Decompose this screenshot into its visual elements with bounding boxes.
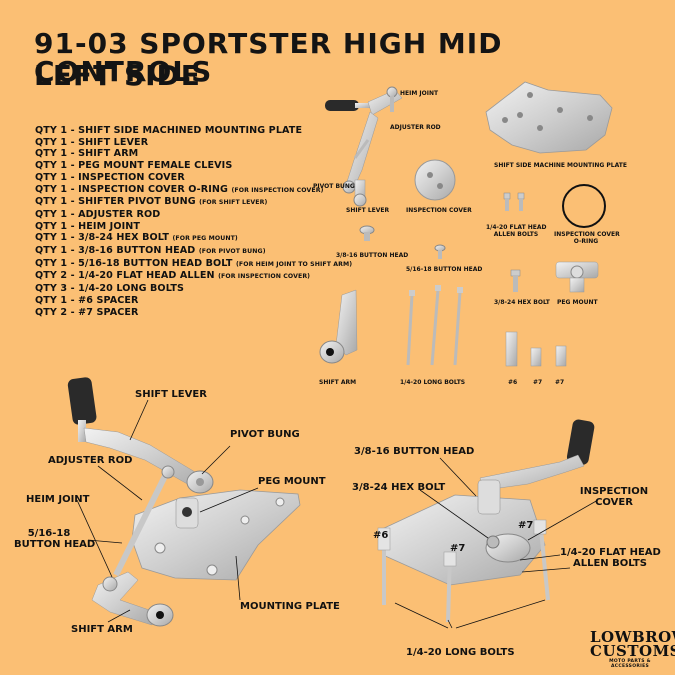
o-ring-part [562,184,606,228]
hex-bolt-part [510,269,521,292]
brand-logo: LOWBROW CUSTOMS MOTO PARTS & ACCESSORIES [590,628,675,670]
list-item: QTY 1 - PEG MOUNT FEMALE CLEVIS [35,160,233,172]
label-shift-arm: SHIFT ARM [319,379,357,386]
label-button-head-38: 3/8-16 BUTTON HEAD [336,252,409,259]
spacer-7a-part [530,347,542,367]
callout-shift-arm: SHIFT ARM [71,624,133,635]
list-item: QTY 1 - INSPECTION COVER O-RING (FOR INS… [35,183,324,195]
callout-spacer-6: #6 [373,530,389,541]
label-adjuster-rod: ADJUSTER ROD [390,124,441,131]
page-title: 91-03 SPORTSTER HIGH MID CONTROLS [34,27,503,88]
spacer-7b-part [555,345,567,367]
callout-spacer-7b: #7 [450,543,466,554]
label-inspection-cover: INSPECTION COVER [406,207,472,214]
left-assembly [67,377,301,627]
list-item: QTY 1 - HEIM JOINT [35,220,141,232]
list-item: QTY 1 - SHIFT ARM [35,148,139,160]
list-item: QTY 2 - 1/4-20 FLAT HEAD ALLEN (FOR INSP… [35,270,311,282]
callout-adjuster-rod: ADJUSTER ROD [48,455,133,466]
list-item: QTY 2 - #7 SPACER [35,306,139,318]
list-item: QTY 1 - ADJUSTER ROD [35,208,161,220]
label-long-bolts: 1/4-20 LONG BOLTS [400,379,466,386]
heim-joint-part [386,86,398,112]
callout-long-bolts: 1/4-20 LONG BOLTS [406,647,515,658]
right-assembly [377,419,599,629]
label-shift-lever: SHIFT LEVER [346,207,390,214]
mounting-plate-part [485,81,613,154]
button-head-516-part [434,244,446,259]
list-item-note: (FOR PEG MOUNT) [172,235,238,243]
spacer-6-part [505,331,518,367]
list-item: QTY 1 - INSPECTION COVER [35,171,185,183]
list-item-note: (FOR INSPECTION COVER) [231,186,324,194]
callout-hex-bolt: 3/8-24 HEX BOLT [352,482,446,493]
label-peg-mount: PEG MOUNT [557,299,598,306]
list-item-note: (FOR PIVOT BUNG) [198,248,266,256]
label-heim-joint: HEIM JOINT [400,90,439,97]
list-item: QTY 1 - #6 SPACER [35,294,139,306]
list-item: QTY 1 - 3/8-24 HEX BOLT (FOR PEG MOUNT) [35,232,238,244]
list-item-note: (FOR INSPECTION COVER) [218,273,311,281]
label-button-head-516: 5/16-18 BUTTON HEAD [406,266,483,273]
flat-head-bolts-part [503,192,525,211]
callout-mounting-plate: MOUNTING PLATE [240,601,340,612]
label-pivot-bung: PIVOT BUNG [313,183,355,190]
list-item: QTY 1 - 5/16-18 BUTTON HEAD BOLT (FOR HE… [35,257,353,269]
shift-arm-mid-part [319,289,358,364]
label-hex-bolt: 3/8-24 HEX BOLT [494,299,550,306]
list-item: QTY 1 - SHIFTER PIVOT BUNG (FOR SHIFT LE… [35,196,268,208]
adjuster-rod-part [353,139,370,159]
label-spacer-6: #6 [508,379,518,386]
long-bolts-part [406,285,463,366]
list-item-note: (FOR SHIFT LEVER) [199,199,268,207]
list-item: QTY 3 - 1/4-20 LONG BOLTS [35,283,184,295]
list-item: QTY 1 - SHIFT SIDE MACHINED MOUNTING PLA… [35,125,303,136]
list-item: QTY 1 - SHIFT LEVER [35,136,149,148]
callout-button-head-38: 3/8-16 BUTTON HEAD [354,446,475,457]
parts-list: QTY 1 - SHIFT SIDE MACHINED MOUNTING PLA… [35,125,352,318]
list-item-note: (FOR HEIM JOINT TO SHIFT ARM) [235,260,353,268]
button-head-38-part [359,225,375,241]
callout-shift-lever: SHIFT LEVER [135,389,207,400]
shift-arm-small [353,179,367,207]
callout-pivot-bung: PIVOT BUNG [230,429,300,440]
callout-heim-joint: HEIM JOINT [26,494,90,505]
list-item: QTY 1 - 3/8-16 BUTTON HEAD (FOR PIVOT BU… [35,245,266,257]
label-mounting-plate: SHIFT SIDE MACHINE MOUNTING PLATE [494,162,627,169]
label-spacer-7b: #7 [555,379,565,386]
page-subtitle: LEFT SIDE [34,59,201,92]
callout-spacer-7a: #7 [518,520,534,531]
inspection-cover-part [414,159,456,201]
callout-peg-mount: PEG MOUNT [258,476,326,487]
peg-mount-part [555,261,599,293]
label-spacer-7a: #7 [533,379,543,386]
